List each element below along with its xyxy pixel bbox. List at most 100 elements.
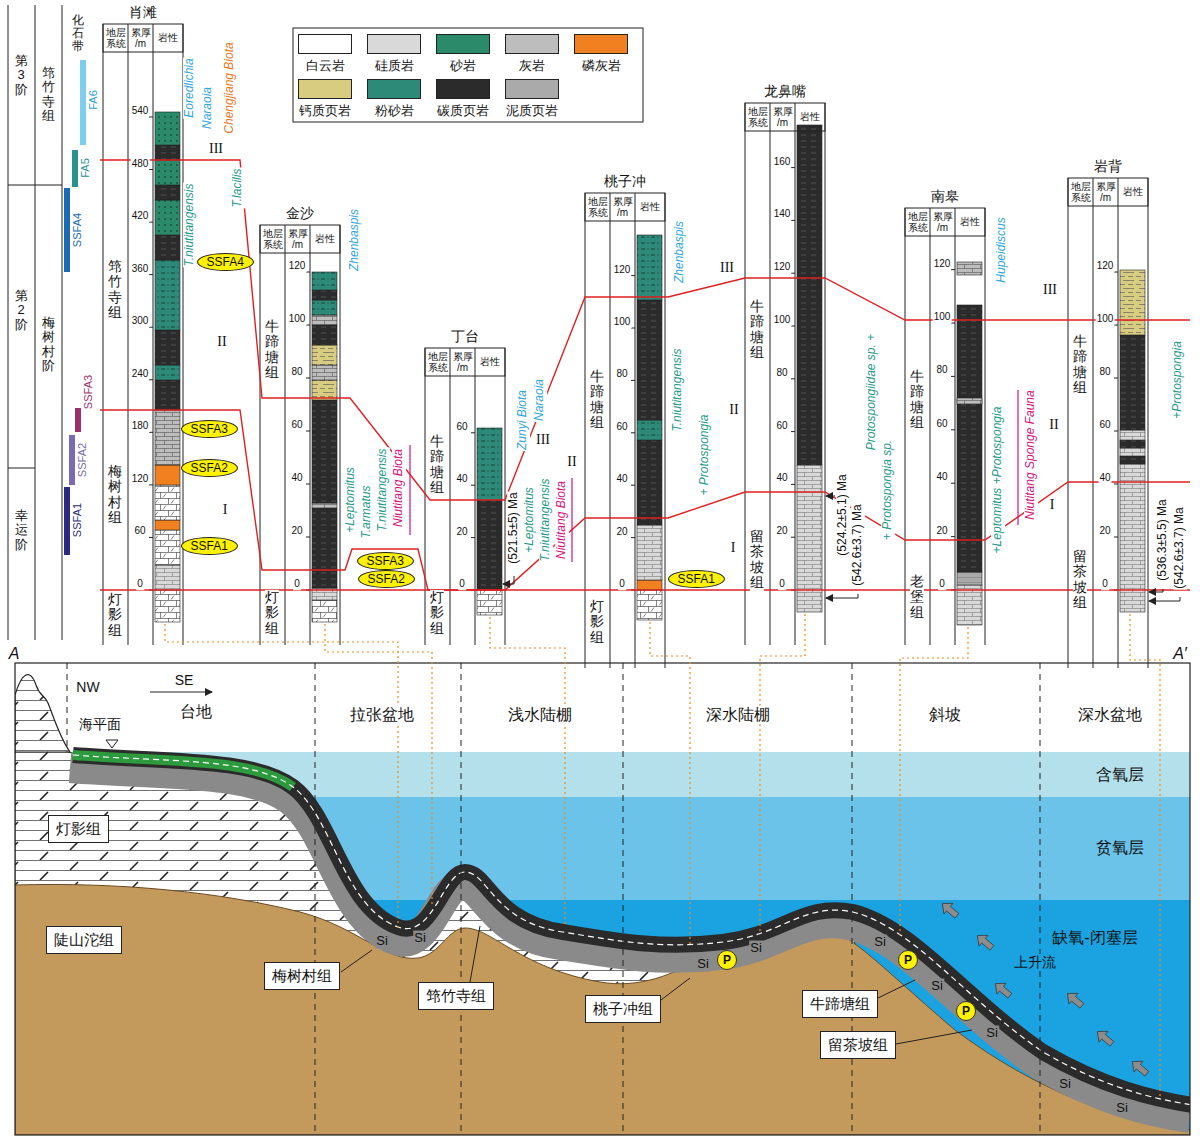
depth-number: 240 [131, 368, 150, 380]
depth-tick [951, 536, 955, 537]
depth-tick [149, 537, 153, 538]
column-rule [635, 193, 636, 668]
column-rule [260, 225, 261, 645]
formation-name: 筇竹寺组 [42, 66, 55, 123]
lithology-bed [312, 315, 337, 325]
column-header [585, 193, 665, 221]
unit-numeral: II [1048, 417, 1059, 433]
section-ground [15, 663, 1190, 1135]
upwelling-arrows [938, 898, 1152, 1079]
column-header [260, 225, 340, 253]
fossil-name: Niutitang Biota [555, 480, 569, 560]
column-rule [1093, 178, 1094, 668]
zone-bar [64, 188, 70, 272]
column-header [425, 348, 505, 376]
depth-tick [631, 380, 635, 381]
lithology-bed [637, 440, 662, 525]
column-heading: 化石带 [72, 14, 84, 54]
depth-number: 20 [935, 525, 948, 537]
fossil-zone-ellipse: SSFA3 [357, 552, 414, 570]
boundary-line [100, 589, 1190, 590]
fossil-name: T.armatus [360, 485, 374, 540]
formation-name: 梅树村组 [108, 464, 122, 526]
fossil-name: Zhenbaspis [673, 220, 687, 284]
phosphorite-marker: P [717, 950, 737, 970]
formation-name: 牛蹄塘组 [750, 299, 764, 361]
stratigraphic-column [585, 193, 665, 668]
formation-name: 留茶坡组 [1073, 549, 1087, 611]
legend-text: 硅质岩 [375, 57, 414, 75]
lithology-bed [155, 520, 180, 530]
column-heading: 岩性 [480, 356, 500, 368]
fossil-name: Naraoia [201, 86, 215, 130]
chrono-rule [8, 5, 62, 640]
column-rule [1118, 178, 1119, 668]
fossil-zone-ellipse: SSFA1 [668, 570, 725, 588]
column-rule [610, 193, 611, 668]
node-text: 桃子冲组 [593, 999, 653, 1019]
setting-name: 深水盆地 [1077, 706, 1143, 724]
section-title: 金沙 [286, 205, 314, 221]
depth-tick [471, 432, 475, 433]
node-text: P [962, 1002, 970, 1020]
projection-line [900, 627, 968, 935]
depth-number: 300 [131, 315, 150, 327]
depth-tick [306, 325, 310, 326]
fossil-name: T.niutitangensis [183, 183, 197, 268]
si-mark: Si [873, 935, 887, 950]
lithology-bed [312, 300, 337, 315]
depth-number: 80 [775, 367, 788, 379]
depth-tick [791, 537, 795, 538]
zone-name: FA6 [87, 89, 100, 111]
lithology-bed [312, 600, 337, 622]
lithology-bed [155, 365, 180, 380]
land-relief [15, 675, 70, 752]
unit-numeral: III [208, 141, 224, 157]
column-heading: 地层 系统 [1068, 181, 1093, 203]
depth-tick [791, 484, 795, 485]
node-text: SSFA3 [191, 422, 228, 436]
legend-text: 磷灰岩 [582, 57, 621, 75]
depth-tick [951, 323, 955, 324]
depth-tick [149, 116, 153, 117]
section-title: 南皋 [931, 188, 959, 204]
column-heading: 岩性 [158, 32, 178, 44]
formation-name: 牛蹄塘组 [1073, 334, 1087, 396]
depth-number: 100 [933, 311, 952, 323]
upwelling-arrow [991, 978, 1015, 1001]
lithology-bed [477, 590, 502, 615]
depth-tick [791, 167, 795, 168]
lithology-bed [155, 260, 180, 330]
lithology-bed [637, 580, 662, 590]
section-end: A [9, 645, 20, 663]
lithology-bed [797, 125, 822, 465]
depth-tick [306, 537, 310, 538]
lithology-bed [312, 503, 337, 508]
depth-tick [1114, 378, 1118, 379]
lithology-bed [155, 485, 180, 520]
column-heading: 岩性 [640, 201, 660, 213]
depth-number: 60 [775, 420, 788, 432]
depth-number: 60 [1098, 419, 1111, 431]
depth-number: 60 [615, 421, 628, 433]
fossil-name: Niutitang Biota [392, 448, 406, 528]
depth-number: 20 [290, 525, 303, 537]
depth-tick [149, 432, 153, 433]
stratigraphic-column [1068, 178, 1148, 668]
depth-tick [149, 274, 153, 275]
lithology-bed [957, 572, 982, 585]
depth-tick [631, 328, 635, 329]
lithology-bed [312, 325, 337, 345]
age-label: (524.2±5.1) Ma [836, 473, 850, 556]
node-text: 筇竹寺组 [426, 986, 486, 1006]
unit-numeral: III [1042, 282, 1058, 298]
fossil-name: +Leptomitus [523, 486, 537, 554]
node-text: P [904, 951, 912, 969]
legend-swatch [436, 34, 490, 54]
age-pointer [503, 576, 514, 584]
zone-name: FA5 [79, 157, 92, 179]
si-mark: Si [749, 941, 763, 956]
lithology-bed [155, 410, 180, 465]
column-heading: 累厚 /m [610, 196, 635, 218]
sandstone-layer [73, 755, 293, 787]
